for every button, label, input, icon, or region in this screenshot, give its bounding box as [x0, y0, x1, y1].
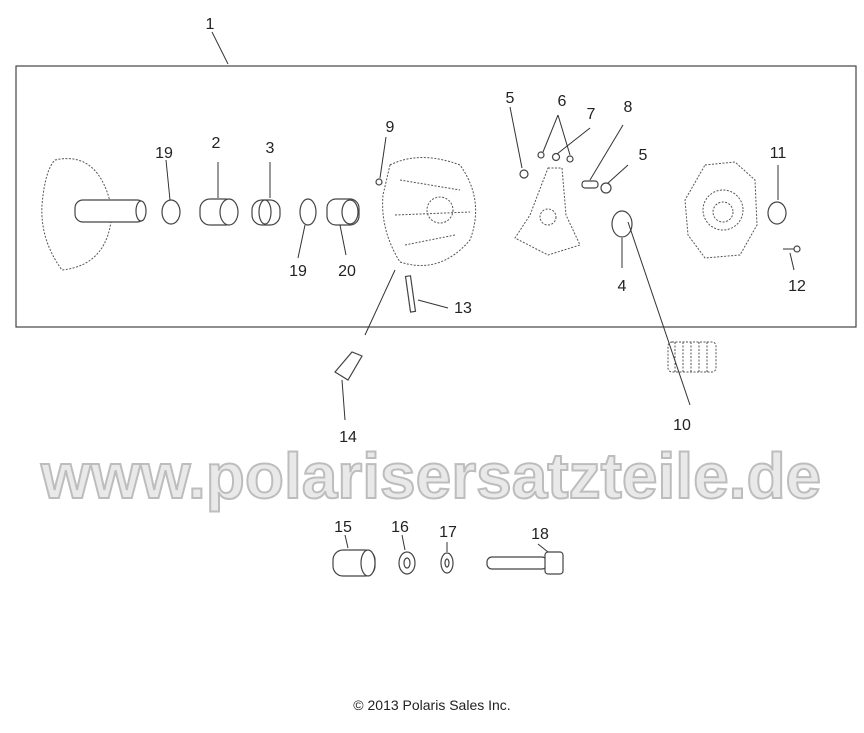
callout-12: 12 [788, 278, 806, 295]
callout-18: 18 [531, 526, 549, 543]
spring-10-part [667, 341, 717, 373]
callout-16: 16 [391, 519, 409, 536]
washer-6b-part [566, 155, 574, 163]
callout-2: 2 [212, 135, 221, 152]
bolt-18-part [486, 551, 564, 575]
callout-15: 15 [334, 519, 352, 536]
bushing-2-part [199, 198, 239, 226]
roller-5b-part [600, 182, 612, 194]
copyright-text: © 2013 Polaris Sales Inc. [353, 697, 511, 713]
callout-10: 10 [673, 417, 691, 434]
assembly-box [15, 65, 857, 328]
washer-16-part [398, 551, 416, 575]
callout-7: 7 [587, 106, 596, 123]
washer-6a-part [537, 151, 545, 159]
roller-5-part [519, 169, 529, 179]
callout-5b: 5 [639, 147, 648, 164]
pin-8-part [581, 180, 599, 189]
spider-part [514, 167, 581, 256]
callout-14: 14 [339, 429, 357, 446]
ring-19-part [161, 199, 181, 225]
pin-13-part [404, 275, 417, 313]
weight-14-part [334, 351, 363, 381]
callout-17: 17 [439, 524, 457, 541]
bushing-20-part [326, 198, 360, 226]
callout-19: 19 [155, 145, 173, 162]
leader-lines [165, 106, 795, 553]
seal-4-part [611, 210, 633, 238]
callout-5: 5 [506, 90, 515, 107]
sheave-shaft-part [41, 158, 147, 271]
screw-9-part [375, 178, 383, 186]
callout-13: 13 [454, 300, 472, 317]
callout-1: 1 [206, 16, 215, 33]
callout-11: 11 [770, 145, 787, 162]
ring-19b-part [299, 198, 317, 226]
screw-12-part [783, 245, 801, 253]
spacer-15-part [332, 549, 376, 577]
callout-6: 6 [558, 93, 567, 110]
callout-20: 20 [338, 263, 356, 280]
bushing-11-part [767, 201, 787, 225]
moveable-sheave-part [382, 157, 477, 266]
callout-8: 8 [624, 99, 633, 116]
callout-3: 3 [266, 140, 275, 157]
callout-9: 9 [386, 119, 395, 136]
callout-4: 4 [618, 278, 627, 295]
roller-7-part [551, 152, 561, 162]
washer-17-part [440, 552, 454, 574]
callout-19b: 19 [289, 263, 307, 280]
cover-part [684, 161, 758, 259]
bushing-3-part [251, 199, 281, 226]
watermark: www.polarisersatzteile.de [40, 440, 821, 512]
